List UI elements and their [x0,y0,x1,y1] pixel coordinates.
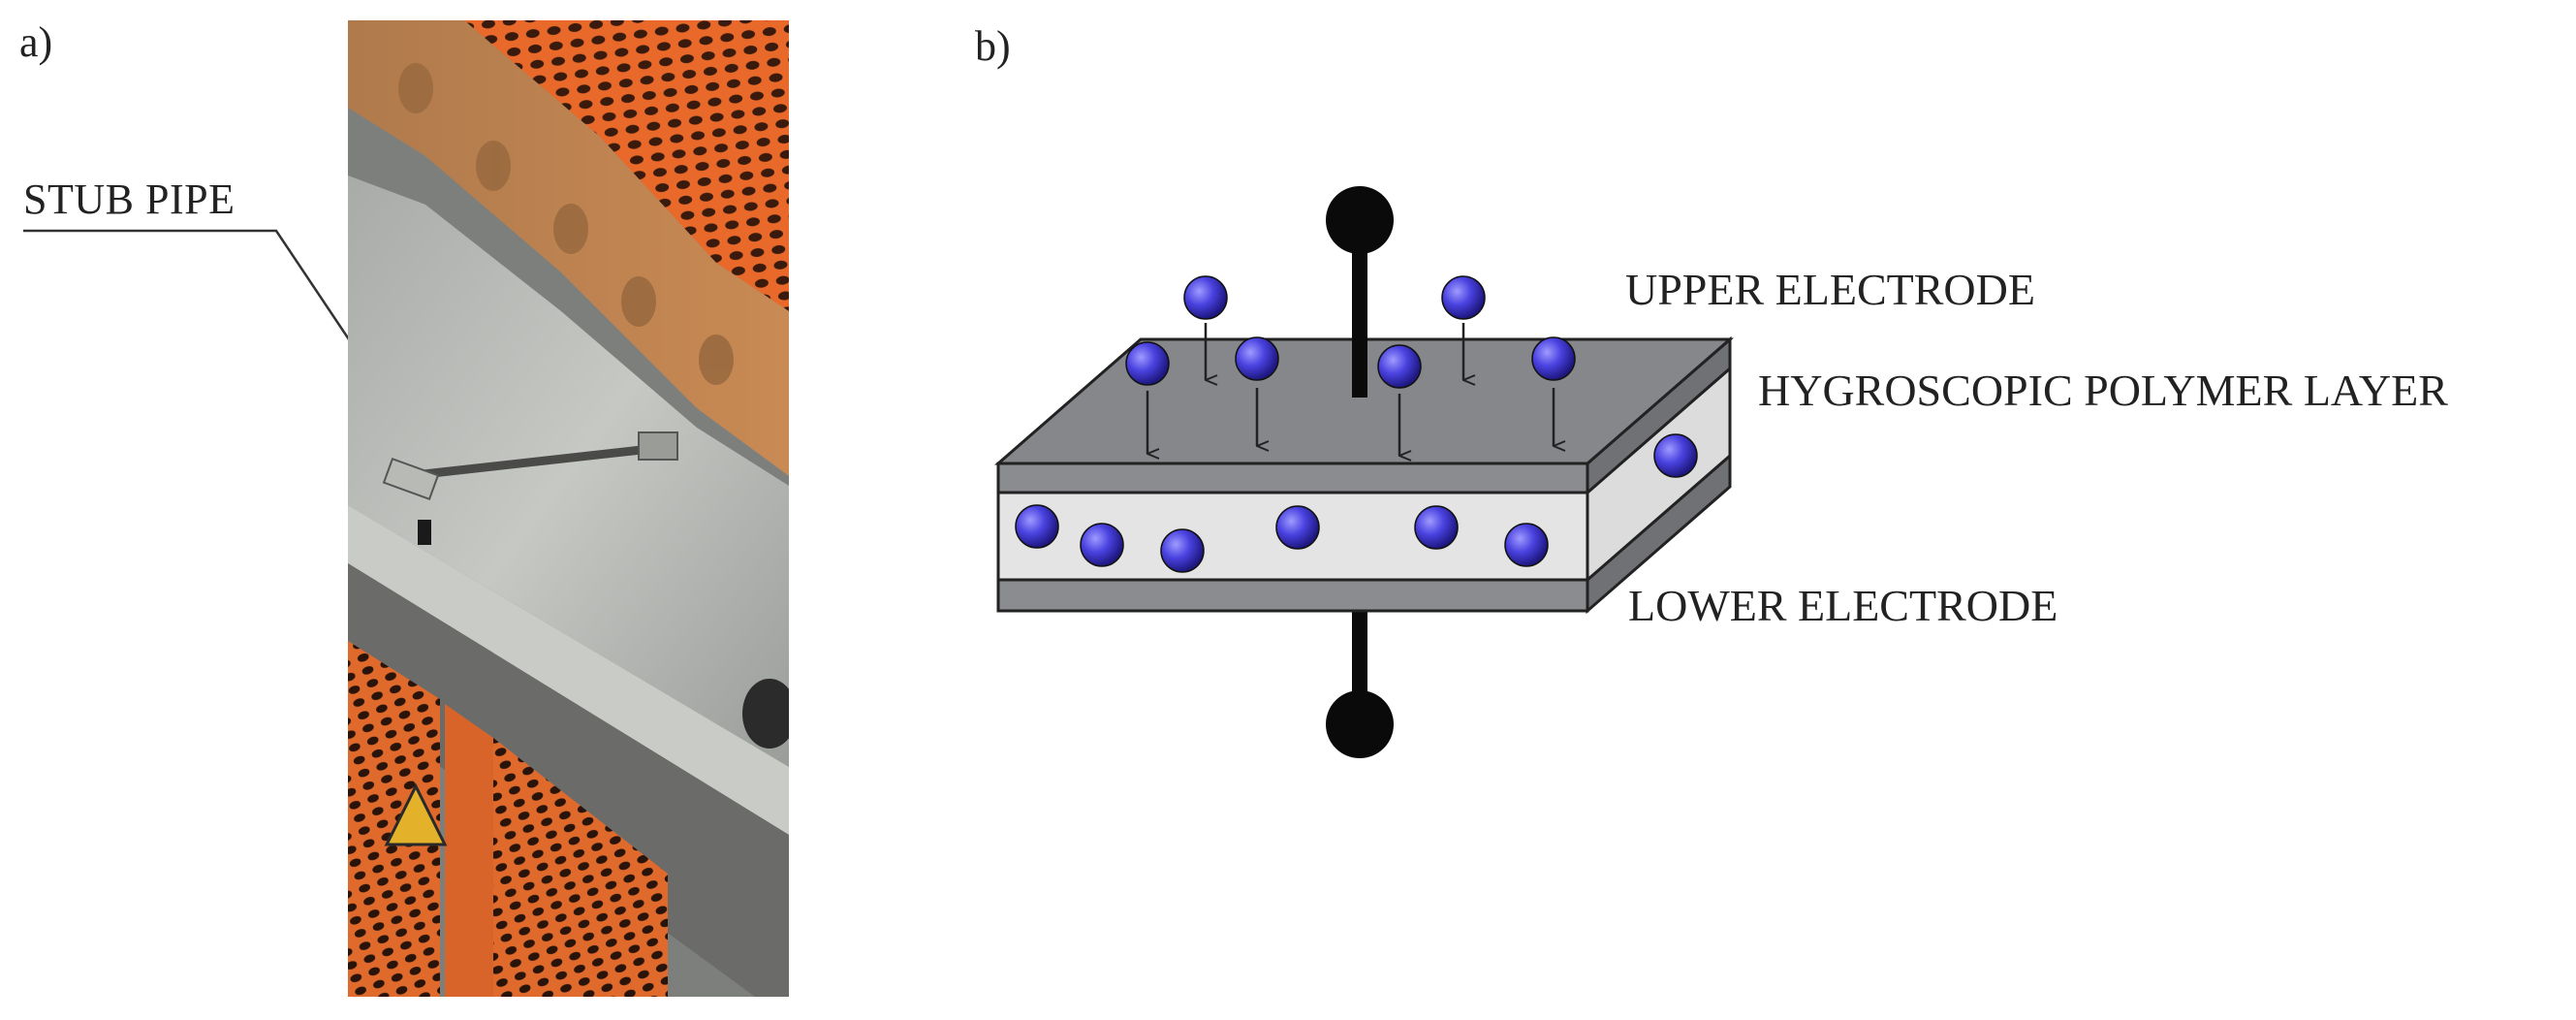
water-molecule [1183,275,1228,320]
upper-electrode-label: UPPER ELECTRODE [1625,265,2035,314]
panel-b-label: b) [975,22,1011,70]
equipment-photo [348,20,789,997]
water-molecule [1441,275,1486,320]
moisture-arrows [1146,323,1554,456]
water-molecule [1531,336,1576,381]
water-molecule [1015,504,1059,549]
water-molecule [1160,528,1205,573]
polymer-layer-label: HYGROSCOPIC POLYMER LAYER [1758,366,2448,415]
upper-terminal [1326,186,1394,398]
panel-a-label: a) [19,18,53,66]
lower-electrode-label: LOWER ELECTRODE [1628,581,2058,630]
water-molecule [1235,336,1279,381]
water-molecule [1414,505,1459,550]
water-molecule [1377,344,1422,389]
water-molecule [1080,523,1124,567]
water-molecule [1125,341,1170,386]
lower-electrode [996,452,1732,615]
lower-terminal [1326,606,1394,758]
water-molecules [1015,275,1698,573]
water-molecule [1275,505,1320,550]
water-molecule [1504,523,1549,567]
water-molecule [1653,433,1698,478]
sensor-diagram: UPPER ELECTRODE HYGROSCOPIC POLYMER LAYE… [993,186,2448,758]
stub-pipe-label: STUB PIPE [23,175,236,223]
